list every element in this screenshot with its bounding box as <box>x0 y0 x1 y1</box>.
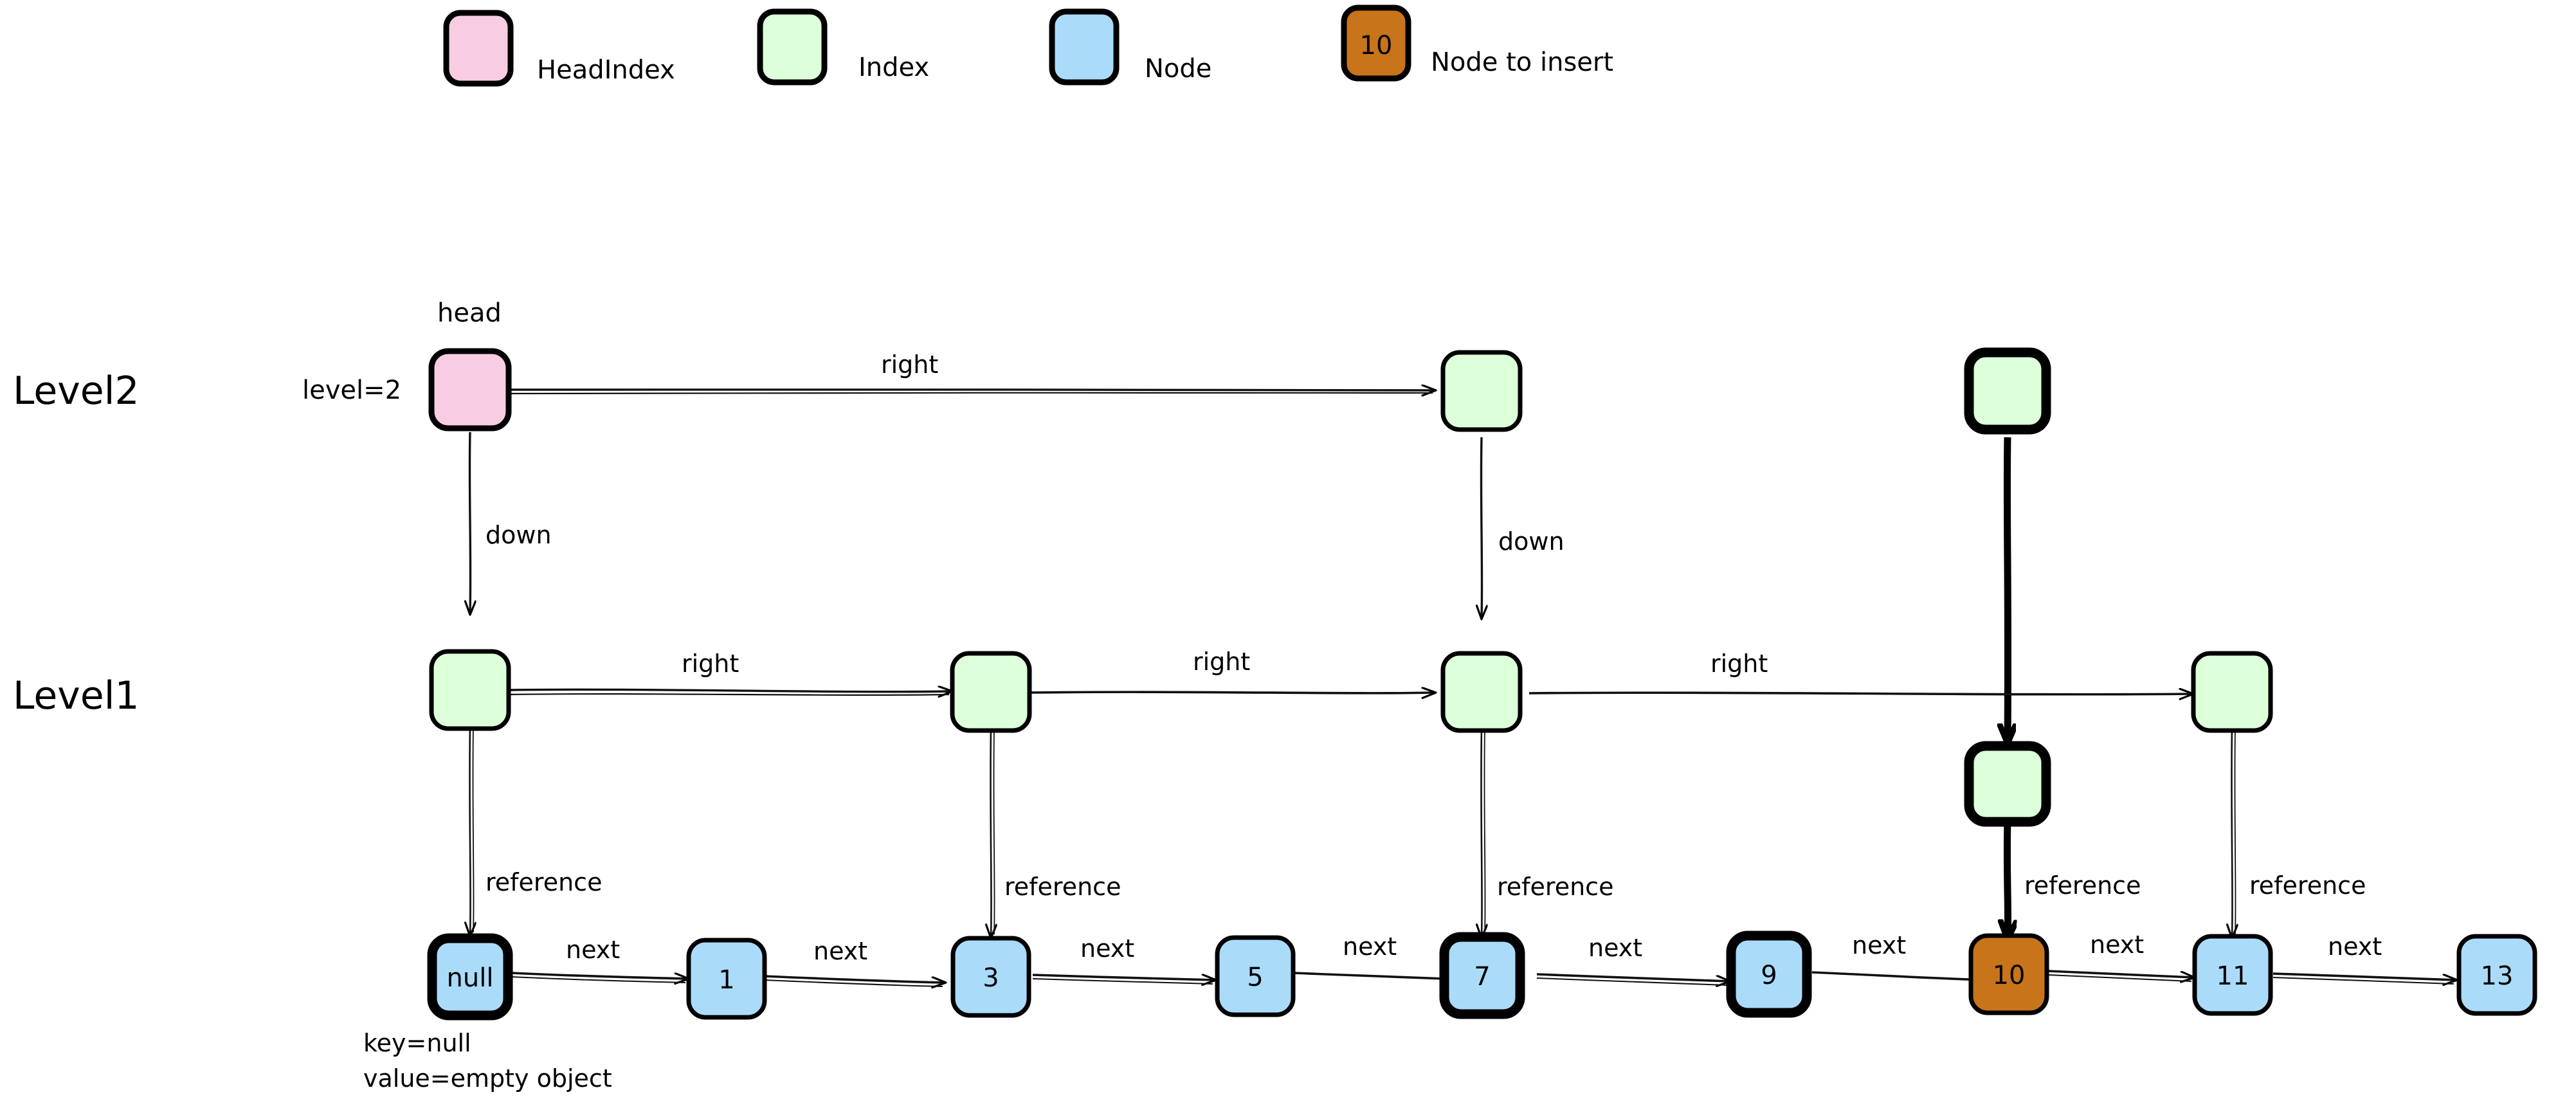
level1-label: Level1 <box>13 673 140 718</box>
edge-label-down-index7: down <box>1498 527 1565 556</box>
edge-down-index7-l2-to-l1 <box>1481 437 1482 619</box>
edge-next-11-to-13 <box>2272 972 2456 984</box>
box-index-10-l2[interactable] <box>1964 347 2051 435</box>
edge-label-reference-c: reference <box>1497 873 1613 901</box>
edge-next-7-to-9 <box>1536 973 1730 985</box>
node-9-text: 9 <box>1761 961 1777 990</box>
edge-label-reference-d: reference <box>2024 871 2141 900</box>
edge-next-9-to-10 <box>1811 971 1984 980</box>
edge-reference-newindex-to-node10 <box>2007 819 2008 939</box>
edge-right-l1-7-to-11 <box>1528 693 2193 695</box>
edge-down-head-to-indexnull <box>469 431 470 614</box>
edge-reference-indexnull-to-nodenull <box>469 725 473 936</box>
edge-right-l1-3-to-7 <box>1029 692 1435 693</box>
null-note-line2: value=empty object <box>363 1064 612 1093</box>
legend-label-head-index: HeadIndex <box>537 55 675 85</box>
edge-label-next-7: next <box>2328 932 2382 961</box>
edge-label-right-l1-c: right <box>1710 649 1768 678</box>
edge-label-next-4: next <box>1588 934 1642 962</box>
edge-next-10-to-11 <box>2047 970 2194 981</box>
node-3-text: 3 <box>983 963 999 993</box>
edge-label-next-3: next <box>1343 932 1397 961</box>
edge-label-next-2: next <box>1080 934 1134 963</box>
box-head-index-l2[interactable] <box>428 348 512 431</box>
node-null-text: null <box>447 963 494 993</box>
node-11-text: 11 <box>2217 961 2249 991</box>
node-10[interactable]: 10 <box>1968 933 2049 1015</box>
level2-label: Level2 <box>13 368 140 413</box>
edge-label-next-6: next <box>2090 931 2144 959</box>
node-7[interactable]: 7 <box>1439 932 1525 1019</box>
box-index-null-l1[interactable] <box>429 649 511 731</box>
node-5-text: 5 <box>1247 963 1263 992</box>
head-annotation: head <box>437 298 502 328</box>
edge-next-5-to-7 <box>1293 972 1479 980</box>
edge-right-l2-head-to-index7 <box>510 389 1435 394</box>
box-index-7-l2[interactable] <box>1440 350 1523 432</box>
legend-swatch-index <box>757 8 828 86</box>
legend-label-node-to-insert: Node to insert <box>1431 48 1613 77</box>
node-7-text: 7 <box>1474 962 1490 992</box>
box-index-3-l1[interactable] <box>950 651 1032 733</box>
node-9[interactable]: 9 <box>1726 931 1812 1018</box>
null-note-line1: key=null <box>363 1029 471 1057</box>
node-1[interactable]: 1 <box>686 938 767 1020</box>
legend-swatch-node <box>1049 8 1120 86</box>
edge-reference-index3-to-node3 <box>990 727 994 938</box>
node-5[interactable]: 5 <box>1215 935 1296 1017</box>
edge-reference-index7-to-node7 <box>1481 727 1485 938</box>
level-eq-annotation: level=2 <box>302 376 401 405</box>
edge-label-next-5: next <box>1852 931 1906 959</box>
legend-swatch-node-to-insert: 10 <box>1341 5 1411 82</box>
box-index-7-l1[interactable] <box>1440 651 1523 733</box>
edge-label-next-1: next <box>813 937 867 965</box>
node-null[interactable]: null <box>427 933 513 1021</box>
node-3[interactable]: 3 <box>950 936 1031 1018</box>
node-1-text: 1 <box>718 965 734 995</box>
box-index-10-l1[interactable] <box>1964 741 2051 827</box>
edge-label-reference-e: reference <box>2249 871 2366 900</box>
legend-label-node: Node <box>1145 54 1211 84</box>
edge-label-down-head: down <box>485 521 552 549</box>
legend-swatch-head-index <box>443 10 514 87</box>
box-index-11-l1[interactable] <box>2191 651 2273 733</box>
edge-label-right-l1-b: right <box>1193 648 1250 676</box>
edge-next-1-to-3 <box>763 975 945 986</box>
edge-next-null-to-1 <box>511 972 688 983</box>
edge-label-right-l2: right <box>881 350 938 379</box>
edge-label-reference-b: reference <box>1004 873 1121 901</box>
edge-down-newindex-l2-to-l1 <box>2007 437 2008 743</box>
legend-swatch-node-to-insert-text: 10 <box>1360 31 1393 60</box>
node-13-text: 13 <box>2481 961 2514 991</box>
edge-label-next-0: next <box>566 936 620 964</box>
node-11[interactable]: 11 <box>2192 934 2273 1016</box>
edge-reference-index11-to-node11 <box>2231 727 2235 938</box>
edge-label-right-l1-a: right <box>682 649 739 678</box>
edge-right-l1-null-to-3 <box>510 689 952 695</box>
legend-label-index: Index <box>858 53 929 82</box>
edge-label-reference-a: reference <box>485 868 602 896</box>
edge-next-3-to-5 <box>1032 974 1215 984</box>
node-13[interactable]: 13 <box>2456 934 2537 1016</box>
node-10-text: 10 <box>1993 961 2026 990</box>
